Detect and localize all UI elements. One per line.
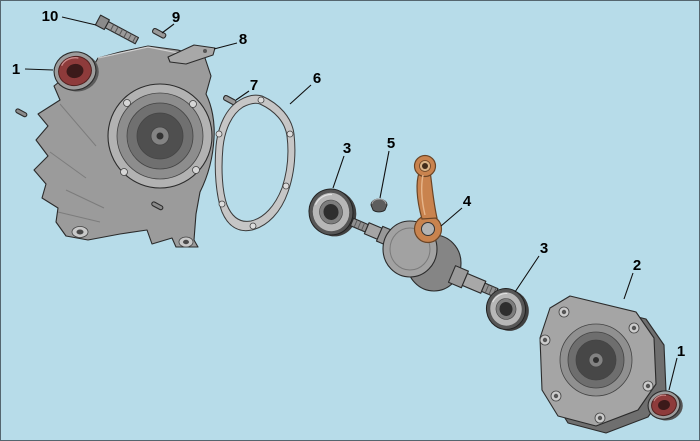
rod-small-end-hole [422,163,428,169]
bearing-left-highlight [314,193,333,205]
callout-5: 5 [387,135,395,152]
dowel-pin-top [151,27,167,39]
bearing-right-highlight [492,292,508,303]
callout-1-right: 1 [677,343,685,360]
ball-bearing-right [485,288,529,331]
crankshaft-assembly [349,154,499,298]
callout-1-left: 1 [12,61,20,78]
callout-6: 6 [313,70,321,87]
crankcase-half-left [33,45,215,248]
callout-2: 2 [633,257,641,274]
bearing-right-bore [499,302,513,316]
bolt-head [94,14,110,31]
ball-bearing-left [308,188,357,237]
callout-7: 7 [250,77,258,94]
callout-4: 4 [463,193,472,210]
crank-web-front-detail [389,227,431,271]
leader-lines [24,16,678,391]
callout-3-left: 3 [343,140,351,157]
retainer-plate-hole [203,49,207,53]
crankcase-left-bolt-holes [120,99,200,176]
bearing-left-bore [323,204,339,220]
oil-seal-left-hole [66,63,84,79]
bolt-threads [110,24,137,43]
rod-highlight [420,174,426,216]
mounting-bolt [94,14,140,45]
crankcase-half-right [539,295,667,434]
crankcase-right-bolt-holes [539,306,654,424]
crank-pin [421,222,435,236]
gasket-outline [214,94,296,232]
dowel-pin-lower [151,201,164,211]
woodruff-key-highlight [371,198,387,205]
woodruff-key [370,198,388,213]
crankcase-left-hub-hole [156,132,164,140]
gasket-holes [215,96,294,230]
dowel-pin-left [15,108,28,118]
oil-seal-right [647,390,683,421]
oil-seal-left [53,51,99,92]
crankcase-right-hub-hole [593,357,599,363]
crankcase-left-feet [71,226,194,248]
oil-seal-right-highlight [653,394,667,402]
callout-3-right: 3 [540,240,548,257]
oil-seal-left-highlight [60,57,79,67]
callout-10: 10 [42,8,59,25]
crankcase-left-ribs [49,103,105,223]
callout-8: 8 [239,31,247,48]
oil-seal-right-hole [658,399,670,411]
callout-9: 9 [172,9,180,26]
retainer-plate [167,44,216,65]
crankcase-gasket [214,94,296,232]
